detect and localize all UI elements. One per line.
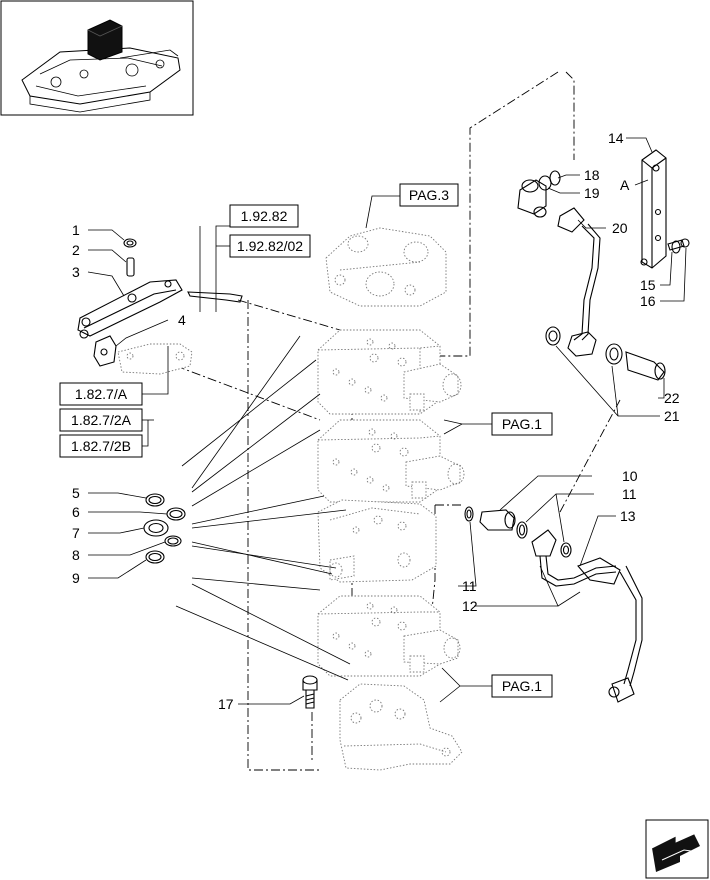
pipe-assembly-upper <box>517 149 690 381</box>
leader-lines <box>87 137 687 705</box>
thumbnail-frame <box>0 0 194 116</box>
part-label-22: 22 <box>664 390 680 406</box>
next-page-arrow-icon[interactable] <box>645 819 709 879</box>
tractor-hydraulic-lift-thumbnail-icon <box>21 19 181 113</box>
reference-1-82-7-2b[interactable]: 1.82.7/2B <box>59 434 143 458</box>
part-label-15: 15 <box>640 277 656 293</box>
lever-assembly <box>77 238 243 375</box>
part-label-19: 19 <box>584 185 600 201</box>
part-label-7: 7 <box>72 525 80 541</box>
reference-pag3[interactable]: PAG.3 <box>399 183 459 207</box>
part-label-11-right: 11 <box>622 486 637 502</box>
reference-pag1-lower[interactable]: PAG.1 <box>491 674 553 698</box>
part-label-14: 14 <box>608 130 624 146</box>
view-marker-a: A <box>620 177 630 193</box>
reference-boxes: PAG.3 1.92.82 1.92.82/02 1.82.7/A 1.82.7… <box>59 183 553 698</box>
control-valve-block-3 <box>317 499 437 583</box>
part-label-11-left: 11 <box>462 578 477 594</box>
svg-text:PAG.3: PAG.3 <box>409 187 449 203</box>
reference-pag1-upper[interactable]: PAG.1 <box>491 412 553 436</box>
svg-text:1.92.82/02: 1.92.82/02 <box>237 238 303 254</box>
svg-text:1.82.7/2B: 1.82.7/2B <box>71 438 131 454</box>
reference-1-92-82-02[interactable]: 1.92.82/02 <box>229 234 311 258</box>
svg-text:1.82.7/2A: 1.82.7/2A <box>71 412 132 428</box>
svg-text:1.82.7/A: 1.82.7/A <box>75 386 128 402</box>
part-label-21: 21 <box>664 408 680 424</box>
part-label-20: 20 <box>612 220 628 236</box>
svg-text:PAG.1: PAG.1 <box>502 416 542 432</box>
part-label-4: 4 <box>178 312 186 328</box>
reference-1-82-7-a[interactable]: 1.82.7/A <box>59 382 143 406</box>
top-cover-block <box>325 227 447 307</box>
reference-1-82-7-2a[interactable]: 1.82.7/2A <box>59 408 143 432</box>
part-label-6: 6 <box>72 504 80 520</box>
part-label-8: 8 <box>72 547 80 563</box>
part-number-labels: 1 2 3 4 5 6 7 8 9 10 11 11 12 13 14 15 1… <box>72 130 680 712</box>
reference-1-92-82[interactable]: 1.92.82 <box>229 204 299 228</box>
part-label-5: 5 <box>72 485 80 501</box>
part-label-3: 3 <box>72 264 80 280</box>
part-label-10: 10 <box>622 468 638 484</box>
part-label-18: 18 <box>584 167 600 183</box>
part-label-16: 16 <box>640 293 656 309</box>
bottom-base-block <box>339 683 463 771</box>
part-label-12: 12 <box>462 598 478 614</box>
seal-rings <box>143 493 186 564</box>
control-valve-block-4 <box>317 595 461 677</box>
pipe-assembly-lower <box>464 506 643 703</box>
svg-text:1.92.82: 1.92.82 <box>241 208 288 224</box>
part-label-2: 2 <box>72 242 80 258</box>
part-label-13: 13 <box>620 508 636 524</box>
bolt-17 <box>302 675 318 709</box>
part-label-1: 1 <box>72 222 80 238</box>
control-valve-block-1 <box>317 329 462 415</box>
part-label-9: 9 <box>72 570 80 586</box>
svg-text:PAG.1: PAG.1 <box>502 678 542 694</box>
part-label-17: 17 <box>218 696 234 712</box>
control-valve-block-2 <box>317 419 465 503</box>
